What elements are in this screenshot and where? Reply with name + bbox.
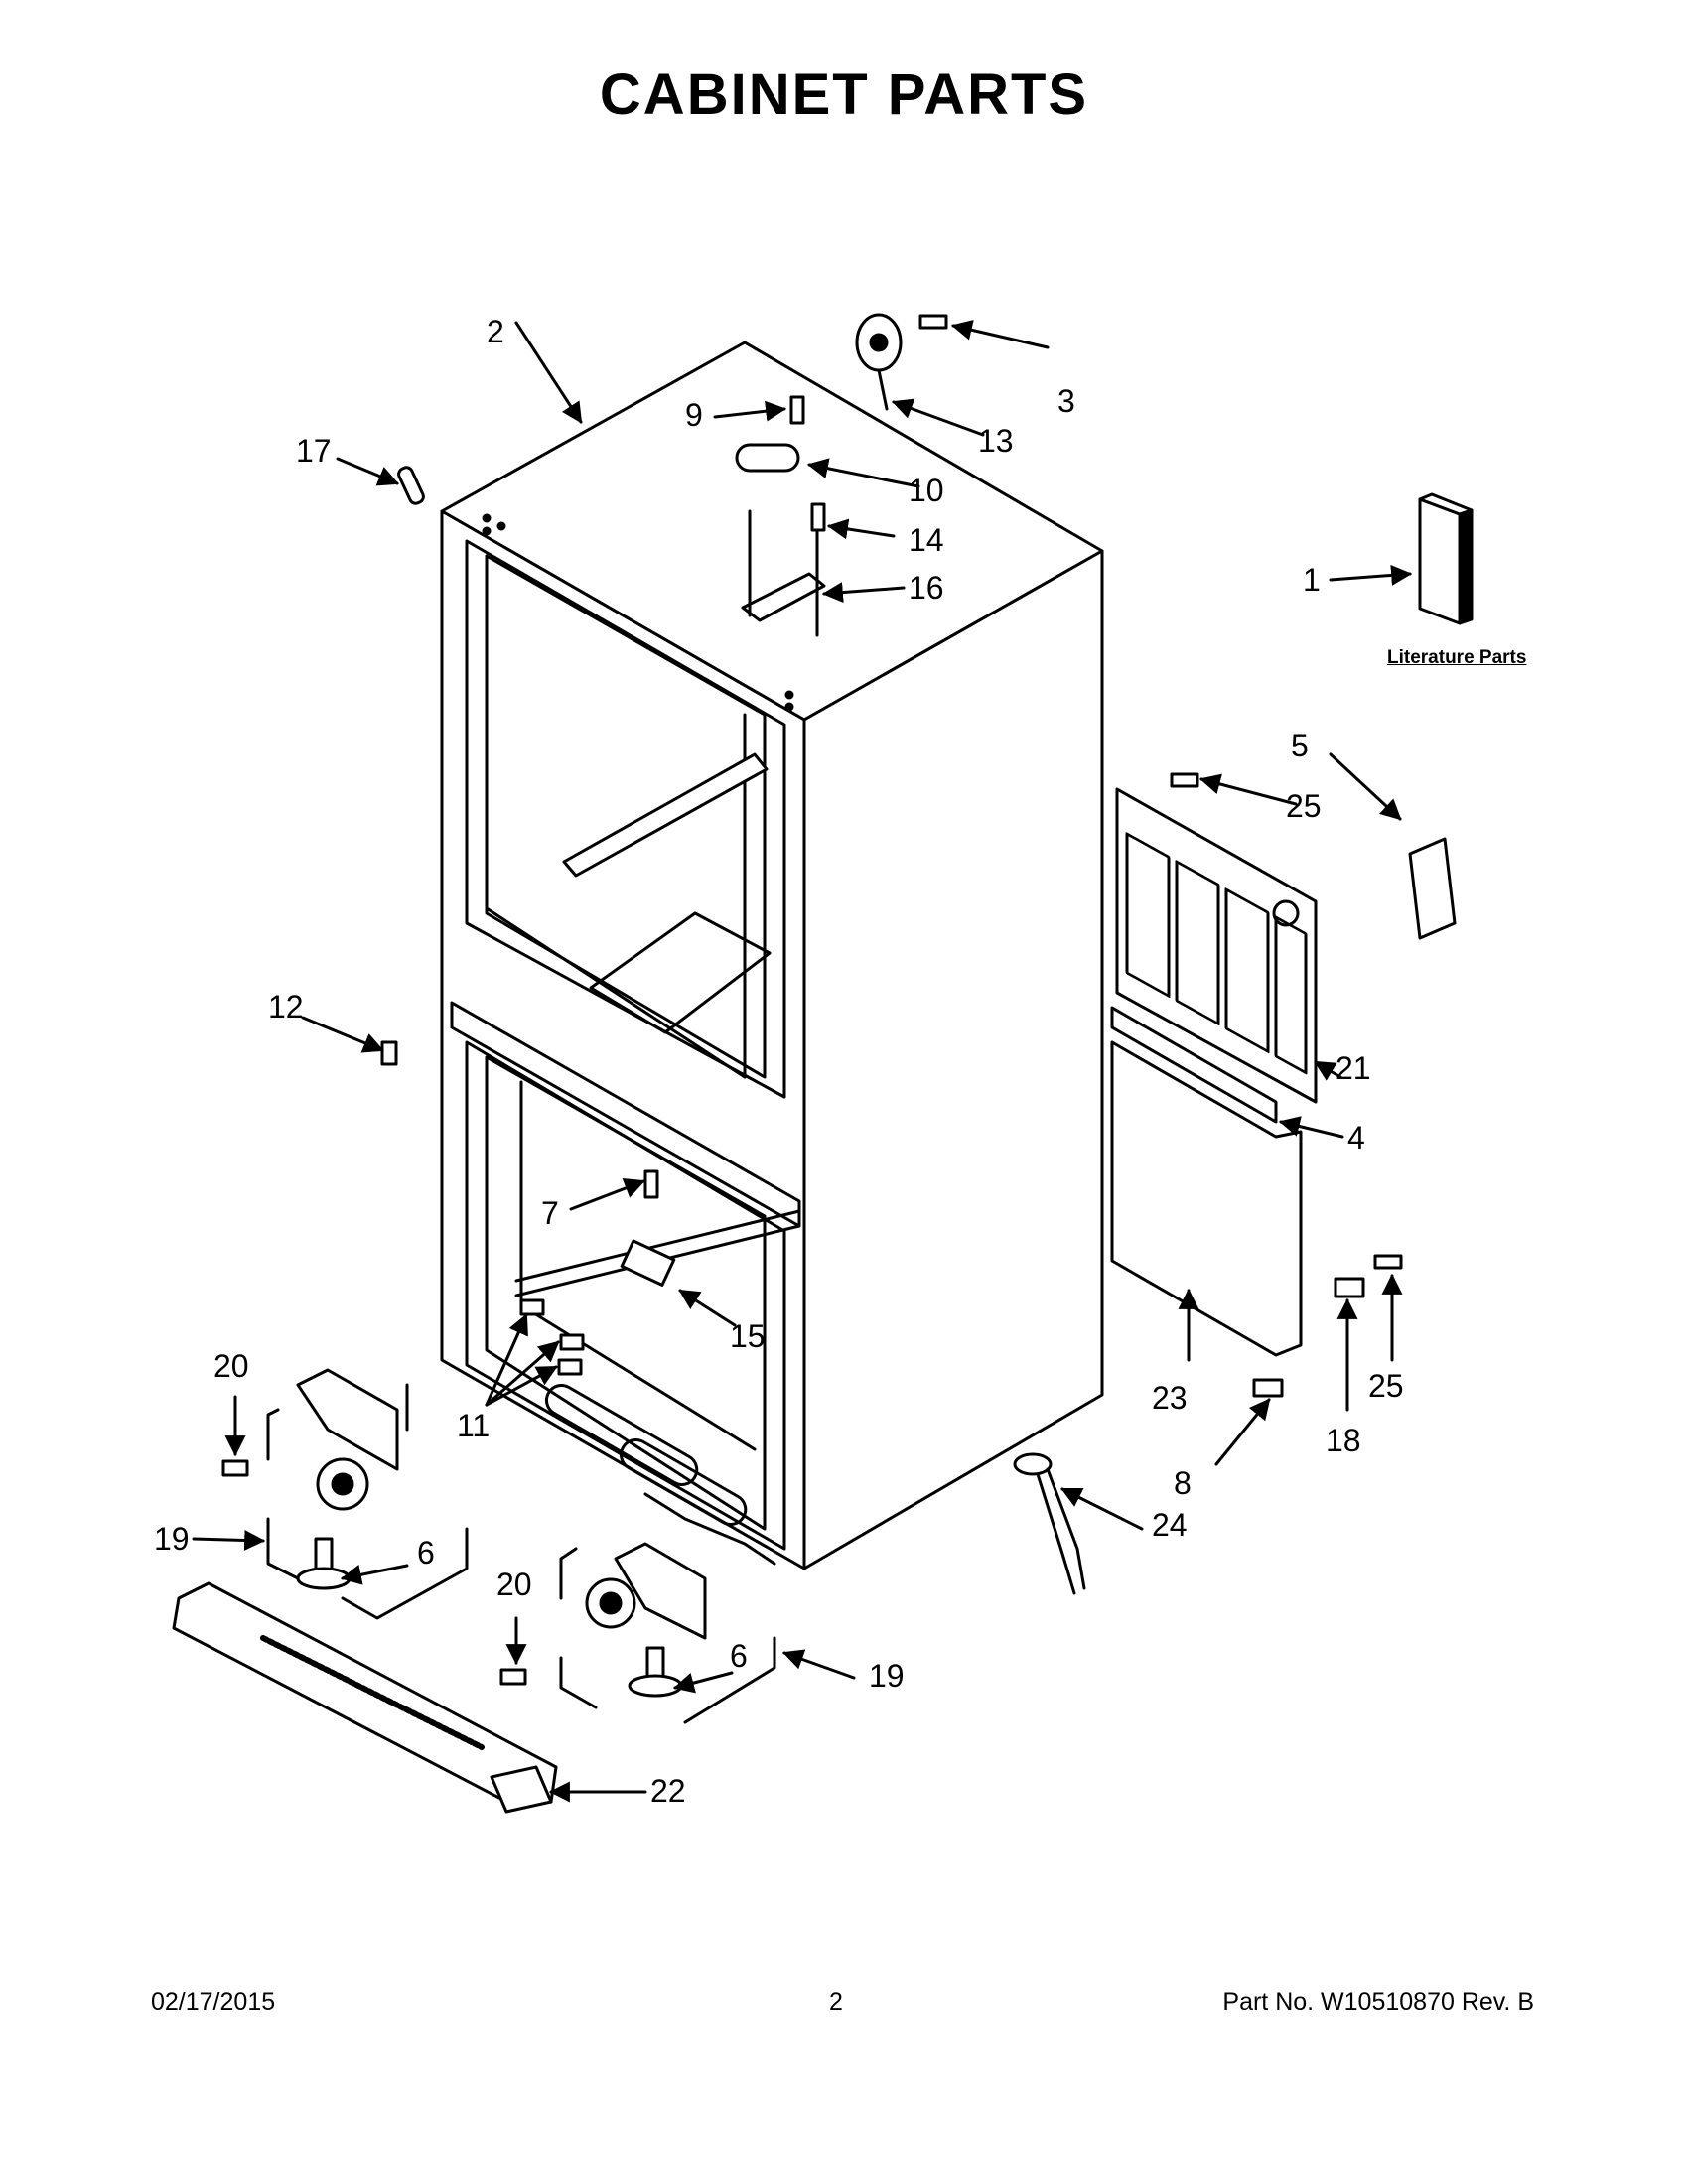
clip-part-8 [1252,1378,1284,1398]
callout-12: 12 [268,989,304,1024]
cabinet-shell [440,341,1104,1570]
base-grille [172,1581,558,1814]
door-closer-part [855,313,948,411]
callout-25a: 25 [1286,788,1322,824]
callout-5: 5 [1291,728,1309,763]
callout-16: 16 [909,570,944,606]
bracket-15 [620,1239,676,1287]
callout-20b: 20 [496,1567,532,1602]
clip-part [1408,837,1457,940]
screw-11-b [559,1333,585,1351]
clamp-part-18 [1334,1277,1365,1298]
screw-12 [380,1040,398,1066]
callout-9: 9 [685,397,703,433]
screw-7 [643,1169,659,1199]
screw-11-c [557,1358,583,1376]
screw-25a [1170,772,1199,788]
callout-7: 7 [541,1195,559,1231]
callout-20a: 20 [213,1348,249,1384]
callout-24: 24 [1152,1507,1188,1543]
callout-13: 13 [978,423,1014,459]
footer-page: 2 [829,1988,843,2016]
rear-grille [1115,787,1318,1104]
toe-panel [1110,1040,1303,1357]
callout-11: 11 [457,1408,491,1443]
callout-17: 17 [296,433,332,469]
callout-15: 15 [730,1318,766,1354]
callout-2: 2 [487,314,504,349]
literature-book [1418,492,1474,625]
page-title: CABINET PARTS [599,63,1089,127]
callout-25b: 25 [1368,1368,1404,1404]
callout-23: 23 [1152,1380,1188,1416]
leader-arrows [192,320,1413,1803]
right-roller-assembly [559,1492,776,1724]
callout-6a: 6 [417,1535,435,1570]
left-roller-assembly [266,1368,469,1620]
callout-19a: 19 [154,1521,190,1557]
screw-25b [1373,1254,1403,1270]
callout-6b: 6 [730,1638,748,1674]
footer-part-no: Part No. W10510870 Rev. B [1222,1988,1534,2016]
wrench-part-24 [1013,1452,1086,1595]
callout-19b: 19 [869,1658,905,1694]
callout-10: 10 [909,473,944,508]
callout-18: 18 [1326,1423,1361,1458]
callout-21: 21 [1336,1050,1371,1086]
screw-20a [221,1459,249,1477]
callout-14: 14 [909,522,944,558]
callout-8: 8 [1174,1465,1192,1501]
screw-11-a [519,1298,545,1316]
footer-date: 02/17/2015 [151,1988,276,2016]
top-hinge-assembly [735,395,826,637]
screw-20b [499,1668,527,1686]
callout-1: 1 [1303,562,1321,598]
literature-parts-label: Literature Parts [1387,647,1527,668]
callout-4: 4 [1347,1120,1365,1156]
seal-strip [1110,1006,1278,1124]
callout-22: 22 [650,1773,686,1809]
screw-17 [397,466,425,505]
callout-3: 3 [1057,383,1075,419]
